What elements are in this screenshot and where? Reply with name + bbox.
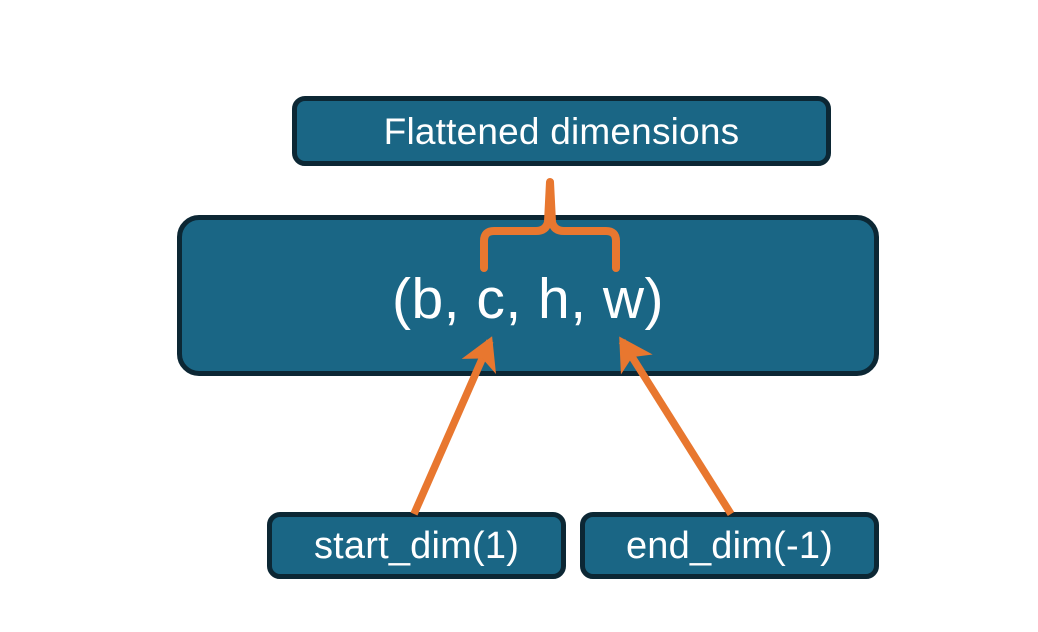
node-tensor-shape[interactable]: (b, c, h, w) <box>177 215 879 376</box>
node-end-dim[interactable]: end_dim(-1) <box>580 512 879 579</box>
node-end-dim-label: end_dim(-1) <box>625 524 834 567</box>
node-flattened-dimensions-label: Flattened dimensions <box>383 110 740 152</box>
node-start-dim-label: start_dim(1) <box>313 524 520 567</box>
node-flattened-dimensions[interactable]: Flattened dimensions <box>292 96 831 166</box>
node-start-dim[interactable]: start_dim(1) <box>267 512 566 579</box>
node-tensor-shape-label: (b, c, h, w) <box>391 267 665 331</box>
